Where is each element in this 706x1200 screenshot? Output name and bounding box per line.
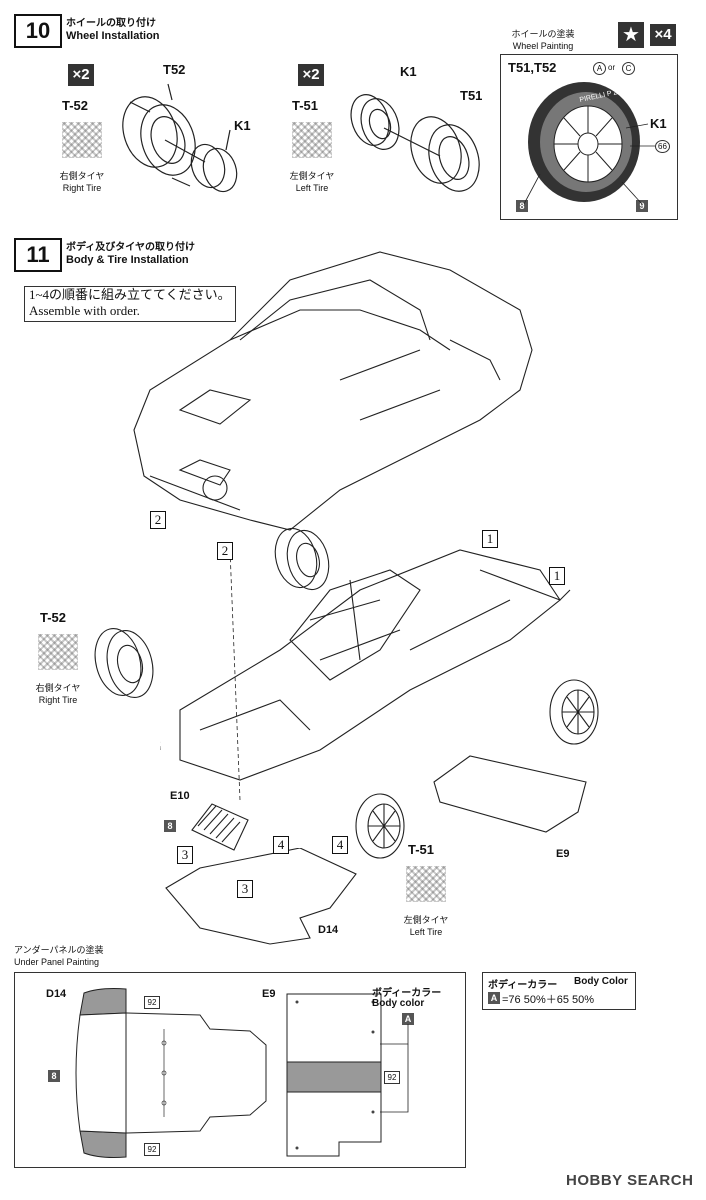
left-wheel-assembly-drawing — [350, 94, 480, 192]
leader-lines — [523, 123, 655, 205]
d14-panel-drawing — [165, 848, 357, 945]
left-tire-en: Left Tire — [409, 927, 443, 937]
right-tire-en: Right Tire — [38, 695, 78, 705]
painting-parts-label: T51,T52 — [508, 60, 557, 75]
color-66: 66 — [655, 140, 670, 153]
assembly-note-en: Assemble with order. — [29, 303, 140, 318]
step-10-title-en: Wheel Installation — [66, 30, 160, 42]
color-option-c: C — [622, 62, 635, 75]
wheel-painting-title-jp: ホイールの塗装 — [511, 29, 575, 39]
wheel-drawing — [549, 679, 599, 745]
multiplier-badge: ×2 — [68, 64, 94, 86]
color-option-a: A — [593, 62, 606, 75]
or-text: or — [608, 63, 616, 72]
under-panel-title-en: Under Panel Painting — [14, 957, 100, 967]
color-92-chip: 92 — [144, 996, 160, 1009]
order-marker-1: 1 — [549, 567, 565, 585]
color-8-chip: 8 — [164, 820, 176, 832]
part-label-t52: T-52 — [62, 98, 89, 113]
order-marker-3: 3 — [177, 846, 193, 864]
assembly-note-jp: 1~4の順番に組み立ててください。 — [29, 287, 231, 302]
order-marker-3: 3 — [237, 880, 253, 898]
tread-pattern-icon — [38, 634, 78, 670]
body-color-legend — [482, 972, 636, 1010]
painting-wheel-code: K1 — [650, 116, 667, 131]
legend-title-jp: ボディーカラー — [488, 980, 558, 991]
step-11-number: 11 — [14, 238, 62, 272]
chassis-drawing — [160, 549, 571, 801]
wheel-painting-title-en: Wheel Painting — [512, 41, 574, 51]
tire-code-label: T52 — [163, 62, 186, 77]
body-color-label-jp: ボディーカラー — [372, 988, 442, 999]
wheel-code-label: K1 — [400, 64, 417, 79]
tire-drawing — [274, 527, 330, 591]
wheel-code-label: K1 — [234, 118, 251, 133]
tread-pattern-icon — [406, 866, 446, 902]
left-tire-jp: 左側タイヤ — [403, 915, 449, 925]
tread-pattern-icon — [62, 122, 102, 158]
right-tire-jp: 右側タイヤ — [59, 171, 105, 181]
order-marker-1: 1 — [482, 530, 498, 548]
part-label-d14: D14 — [318, 924, 339, 936]
legend-formula: =76 50%＋65 50% — [502, 994, 595, 1006]
left-tire-jp: 左側タイヤ — [289, 171, 335, 181]
tread-pattern-icon — [292, 122, 332, 158]
right-wheel-assembly-drawing — [122, 83, 238, 193]
order-marker-2: 2 — [150, 511, 166, 529]
part-label-t51: T-51 — [292, 98, 319, 113]
d14-label: D14 — [46, 988, 67, 1000]
step-10-title-jp: ホイールの取り付け — [66, 18, 156, 29]
tire-drawing — [94, 628, 154, 698]
legend-chip-a: A — [488, 992, 500, 1004]
step-11-title-jp: ボディ及びタイヤの取り付け — [66, 242, 195, 253]
under-panel-title-jp: アンダーパネルの塗装 — [14, 945, 104, 955]
order-marker-4: 4 — [332, 836, 348, 854]
color-8-chip: 8 — [48, 1070, 60, 1082]
right-tire-jp: 右側タイヤ — [35, 683, 81, 693]
body-color-chip: A — [402, 1013, 414, 1025]
color-92-chip: 92 — [144, 1143, 160, 1156]
car-body-drawing — [133, 251, 533, 531]
body-color-label-en: Body color — [372, 998, 425, 1009]
right-tire-en: Right Tire — [62, 183, 102, 193]
tire-code-label: T51 — [460, 88, 483, 103]
part-label-e9: E9 — [556, 848, 570, 860]
step-10-number: 10 — [14, 14, 62, 48]
leader-lines — [380, 1024, 409, 1113]
step-11-title-en: Body & Tire Installation — [66, 254, 189, 266]
e10-part-drawing — [191, 803, 249, 851]
e9-paint-diagram — [286, 993, 382, 1157]
color-8-chip: 8 — [516, 200, 528, 212]
order-marker-2: 2 — [217, 542, 233, 560]
color-92-chip: 92 — [384, 1071, 400, 1084]
multiplier-badge: ×4 — [650, 24, 676, 46]
star-icon: ★ — [618, 22, 644, 48]
legend-title-en: Body Color — [574, 976, 628, 987]
part-label-t52: T-52 — [40, 610, 67, 625]
e9-label: E9 — [262, 988, 276, 1000]
e9-panel-drawing — [433, 755, 587, 833]
part-label-t51: T-51 — [408, 842, 435, 857]
painted-wheel-drawing: PIRELLI P ZERO — [528, 82, 640, 202]
multiplier-badge: ×2 — [298, 64, 324, 86]
hobby-search-watermark: HOBBY SEARCH — [566, 1172, 694, 1189]
left-tire-en: Left Tire — [295, 183, 329, 193]
color-9-chip: 9 — [636, 200, 648, 212]
wheel-drawing — [355, 793, 405, 859]
d14-paint-diagram — [75, 988, 267, 1158]
order-marker-4: 4 — [273, 836, 289, 854]
part-label-e10: E10 — [170, 790, 190, 802]
assembly-order-note: 1~4の順番に組み立ててください。 Assemble with order. — [24, 286, 236, 322]
